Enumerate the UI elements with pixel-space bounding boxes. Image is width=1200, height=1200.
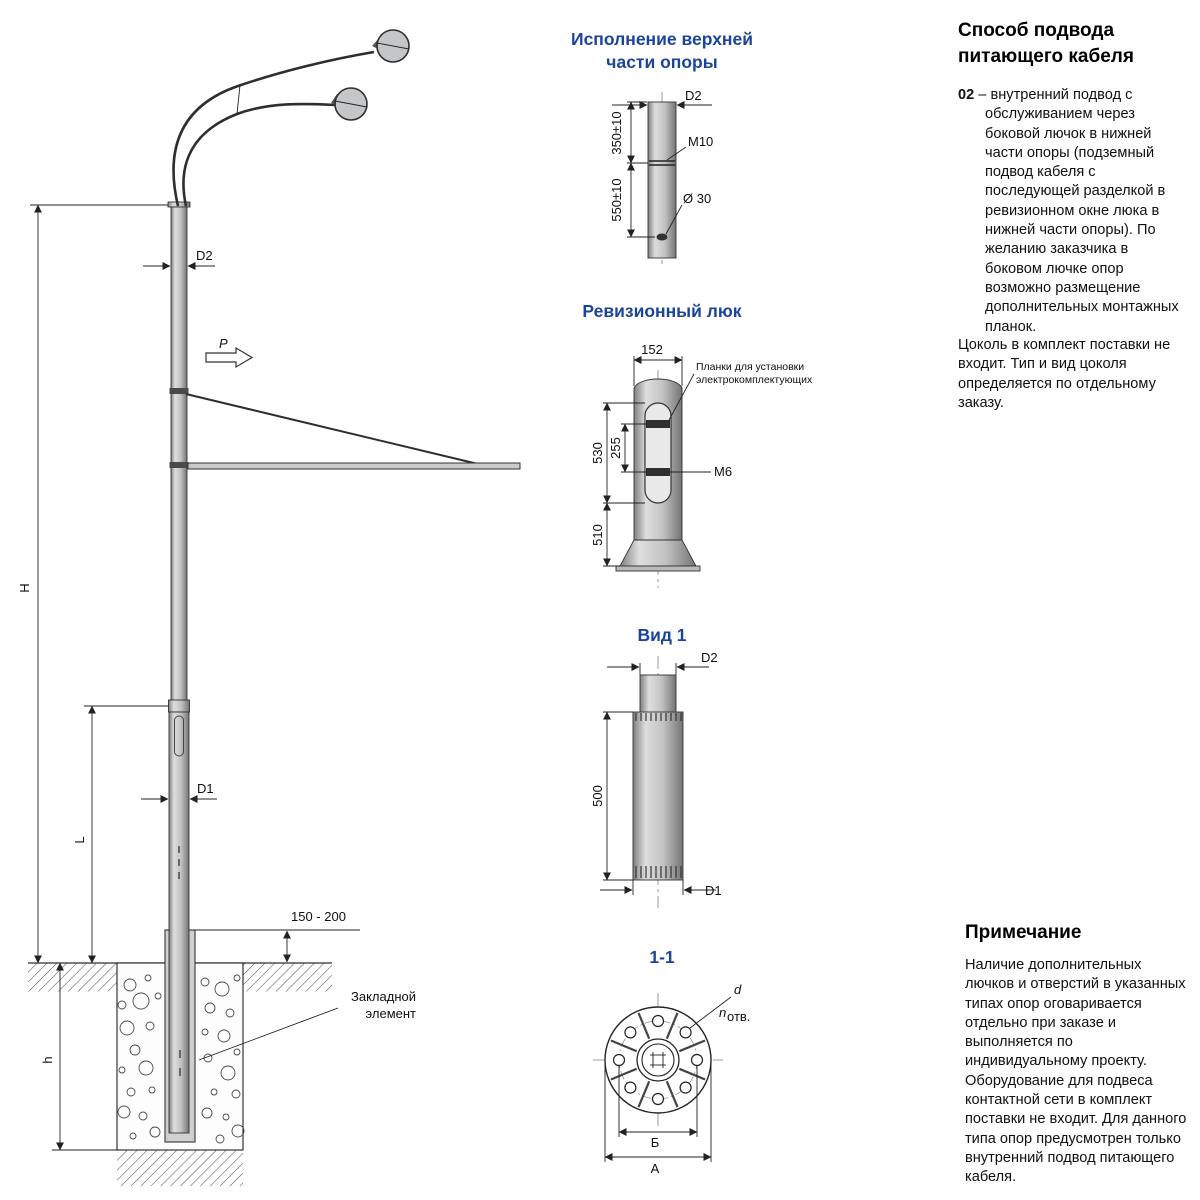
plank-callout-line1: Планки для установки [696,361,804,373]
plank-callout-line2: электрокомплектующих [696,374,813,386]
cable-title: Способ подвода питающего кабеля [958,18,1190,70]
pole-joint-collar [168,699,190,713]
dim-152-label: 152 [641,342,663,357]
dim-L-label: L [72,836,87,843]
dim-reveal-label: 150 - 200 [291,909,346,924]
holes-n-label: n [719,1005,726,1020]
cable-item-02: 02 – внутренний подвод с обслуживанием ч… [958,86,1188,337]
pole-shaft [167,201,191,1134]
view1-inner-tube [639,674,677,718]
top-detail-drawing: D2 M10 Ø 30 350±10 550±10 [609,88,713,264]
dim-d-label: d [734,982,742,997]
dim-depth-label: h [40,1056,55,1063]
hatch-dim-m6: M6 [670,464,732,479]
dimension-D2: D2 [143,248,215,271]
hatch-base-foot [615,565,701,572]
flange-ribs [610,1012,706,1108]
hatch-detail-title: Ревизионный люк [582,301,742,321]
cable-item-code: 02 [958,87,975,103]
cable-title-line2: питающего кабеля [958,46,1134,67]
mounting-plank-upper [646,420,670,428]
load-label: P [219,336,228,351]
embedded-label-2: элемент [366,1006,417,1021]
bolt-holes [612,1014,704,1106]
top-detail-title-line1: Исполнение верхней [571,29,753,49]
cable-title-line1: Способ подвода [958,20,1115,41]
view1-500-label: 500 [590,785,605,807]
pole-elevation-drawing: P H L h D2 D1 150 - 200 [17,29,521,1186]
dim-530-label: 530 [590,442,605,464]
cross-arm [185,393,521,470]
top-detail-chain-dims: 350±10 550±10 [609,101,655,238]
plank-callout: Планки для установки электрокомплектующи… [667,361,813,423]
view1-d2-label: D2 [701,650,718,665]
top-detail-dia30-hole: Ø 30 [656,191,711,241]
lamp-head-1 [372,29,410,63]
note-text: Наличие дополнительных лючков и отверсти… [965,957,1187,1186]
load-arrow: P [205,336,254,369]
dimension-reveal: 150 - 200 [195,909,360,963]
dimension-L: L [72,705,168,964]
pole-access-hatch [174,715,184,757]
section-dim-A: А [604,1064,712,1176]
top-detail-m10-label: M10 [688,134,713,149]
dim-D1-label: D1 [197,781,214,796]
soil-hatch-left [28,963,117,992]
flange-center [636,1038,680,1082]
dimension-H: H [17,204,168,964]
hatch-base-flare [619,539,697,567]
hatch-opening [644,402,672,504]
dimension-D1: D1 [141,781,217,804]
mounting-plank-lower [646,468,670,476]
section-dim-B: Б [618,1066,698,1150]
view1-outer-tube [632,711,684,881]
section-title: 1-1 [649,947,675,967]
dim-A-label: А [651,1161,660,1176]
hatch-dim-255: 255 [608,423,646,473]
cable-item-text: – внутренний подвод с обслуживанием чере… [978,87,1179,335]
dim-510-label: 510 [590,524,605,546]
view1-drawing: D2 500 D1 [590,650,722,908]
dimension-depth: h [40,962,117,1151]
note-title: Примечание [965,922,1082,943]
plinth-note: Цоколь в комплект поставки не входит. Ти… [958,337,1171,411]
top-detail-550-label: 550±10 [609,178,624,221]
dim-255-label: 255 [608,437,623,459]
top-detail-350-label: 350±10 [609,111,624,154]
pole-clamp-upper [169,388,189,394]
concrete-texture [117,974,245,1144]
pole-vent-holes [178,846,181,1076]
top-detail-m10-hole: M10 [649,134,713,166]
top-detail-dia30-label: Ø 30 [683,191,711,206]
view1-dim-500: 500 [590,711,633,881]
hatch-dim-510: 510 [590,502,620,567]
top-detail-title-line2: части опоры [606,52,718,72]
view1-serration-top [635,713,682,721]
lamp-bracket [172,50,375,207]
pole-upper-section [170,206,188,706]
dim-D2-label: D2 [196,248,213,263]
dim-H-label: H [17,583,32,592]
view1-serration-bottom [635,866,682,878]
section-drawing: d n отв. Б А [593,982,750,1176]
view1-dim-D2: D2 [607,650,718,675]
m6-label: M6 [714,464,732,479]
embedded-element-callout: Закладной элемент [198,989,417,1061]
holes-sub-label: отв. [727,1009,750,1024]
soil-hatch-right [243,963,332,992]
view1-d1-label: D1 [705,883,722,898]
embedded-label-1: Закладной [351,989,416,1004]
lamp-head-2 [331,87,368,121]
pole-lower-section [168,711,190,1134]
top-detail-d2-label: D2 [685,88,702,103]
hatch-dim-152: 152 [633,342,683,386]
section-dim-d: d n отв. [689,982,750,1029]
hatch-detail-drawing: Планки для установки электрокомплектующи… [590,342,813,588]
top-detail-cylinder [647,101,677,259]
dim-B-label: Б [651,1135,660,1150]
top-detail-title: Исполнение верхней части опоры [547,28,777,74]
pole-clamp-lower [169,462,189,468]
view1-dim-D1: D1 [600,880,722,898]
view1-title: Вид 1 [637,625,687,645]
